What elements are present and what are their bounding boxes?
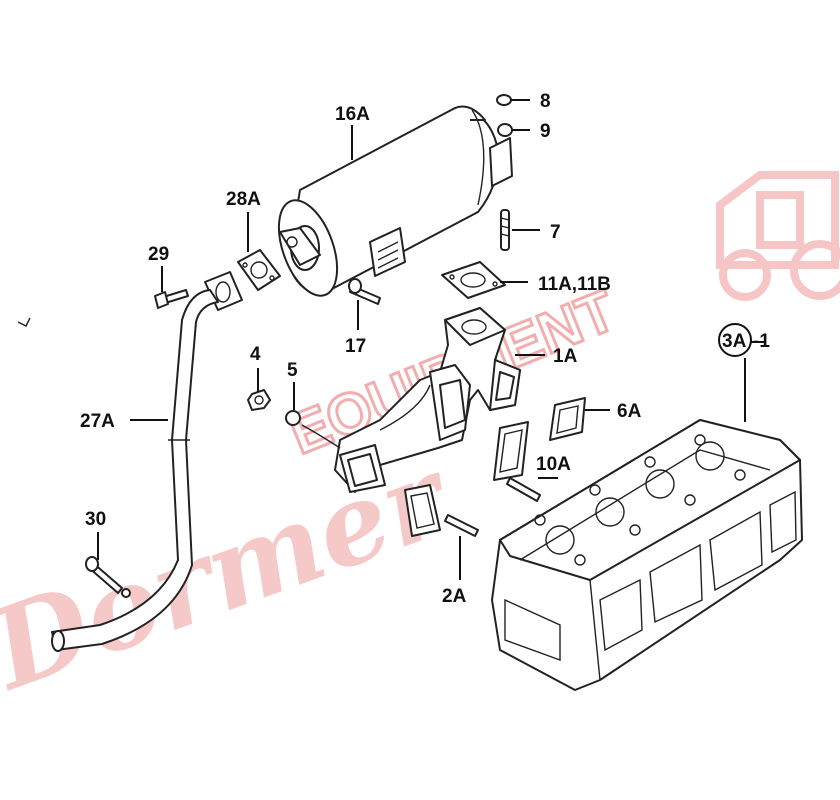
callout-circle-3a — [718, 323, 752, 357]
tractor-logo — [716, 171, 840, 301]
callout-labels: 16A 8 9 28A 29 7 11A,11B 17 4 5 1A 3A -1… — [80, 91, 770, 607]
callout-2a: 2A — [442, 586, 467, 607]
bolt-17 — [348, 278, 381, 305]
callout-1a: 1A — [553, 346, 578, 367]
gasket-6a-2 — [493, 421, 529, 481]
callout-3a: 3A — [722, 331, 747, 352]
stud-7 — [500, 209, 510, 251]
nut-4 — [247, 389, 271, 411]
nut-9 — [497, 123, 513, 137]
callout-27a: 27A — [80, 411, 115, 432]
callout-11a-11b: 11A,11B — [538, 274, 611, 295]
washer-5 — [285, 410, 301, 426]
gasket-6a — [549, 397, 586, 441]
watermark-script: Dormer — [0, 430, 468, 716]
callout-3a-suffix: -1 — [753, 331, 770, 352]
callout-9: 9 — [540, 121, 551, 142]
exhaust-manifold — [334, 307, 521, 493]
stud-5-line — [301, 424, 341, 449]
callout-7: 7 — [550, 222, 561, 243]
gasket-28a — [237, 249, 281, 291]
gasket-11 — [441, 261, 506, 299]
callout-16a: 16A — [335, 104, 370, 125]
leader-lines — [97, 99, 765, 580]
callout-28a: 28A — [226, 189, 261, 210]
callout-10a: 10A — [536, 454, 571, 475]
callout-6a: 6A — [617, 401, 642, 422]
stud-10a — [506, 477, 541, 502]
callout-17: 17 — [345, 336, 366, 357]
callout-30: 30 — [85, 509, 106, 530]
callout-5: 5 — [287, 360, 298, 381]
callout-29: 29 — [148, 244, 169, 265]
bolt-8 — [496, 94, 512, 106]
callout-8: 8 — [540, 91, 551, 112]
cylinder-head — [491, 419, 803, 691]
bolt-29 — [154, 289, 189, 309]
muffler — [277, 105, 513, 297]
stud-2a — [444, 514, 479, 537]
stray-mark — [17, 317, 31, 327]
exhaust-pipe — [51, 271, 243, 652]
gasket-6a-3 — [404, 484, 441, 537]
callout-4: 4 — [250, 344, 261, 365]
bolt-30 — [85, 556, 131, 598]
